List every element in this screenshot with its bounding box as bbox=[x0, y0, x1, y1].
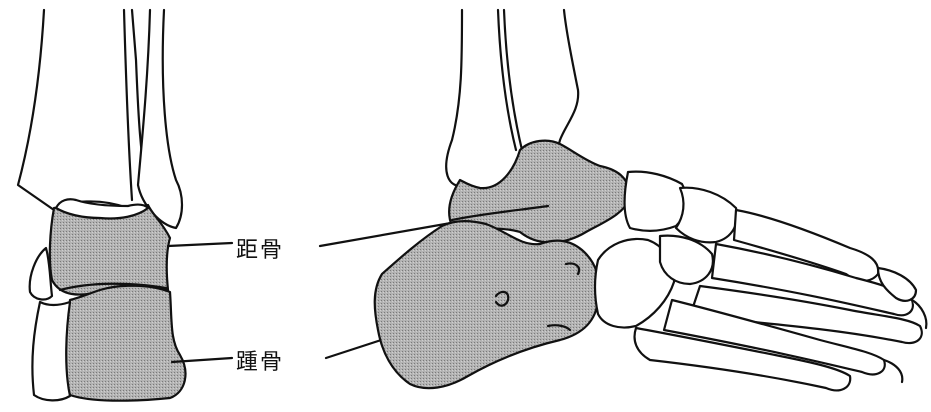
side-calcaneus bbox=[375, 221, 599, 388]
label-talus: 距骨 bbox=[236, 232, 284, 264]
label-calcaneus: 踵骨 bbox=[236, 344, 284, 376]
side-toe-3 bbox=[884, 360, 902, 382]
front-lower-bone bbox=[32, 302, 70, 400]
front-view bbox=[18, 10, 185, 401]
side-view bbox=[375, 10, 927, 390]
front-medial-malleolus bbox=[30, 248, 52, 299]
side-navicular bbox=[625, 172, 687, 231]
side-cuneiform-1 bbox=[676, 188, 737, 243]
front-fibula bbox=[138, 10, 182, 228]
front-calcaneus bbox=[65, 286, 185, 401]
pointer-talus-front bbox=[168, 243, 232, 246]
